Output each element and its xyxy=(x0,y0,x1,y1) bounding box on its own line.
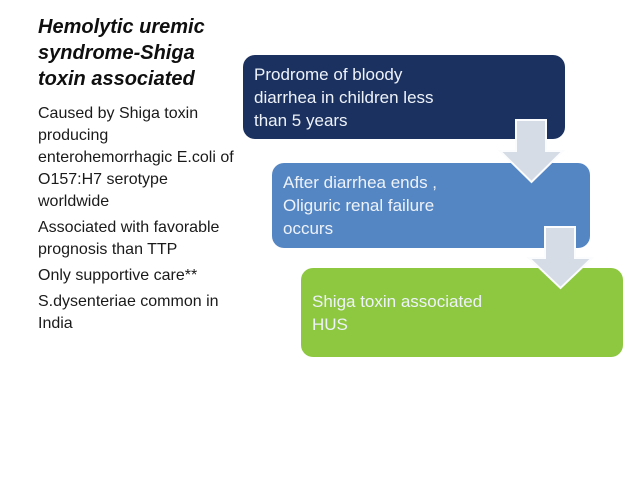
process-step-1-label: Prodrome of bloody diarrhea in children … xyxy=(254,64,434,130)
process-step-2: After diarrhea ends , Oliguric renal fai… xyxy=(272,163,590,248)
slide-title: Hemolytic uremic syndrome-Shiga toxin as… xyxy=(38,16,205,90)
bullet-item: Associated with favorable prognosis than… xyxy=(38,219,220,258)
bullet-item: Caused by Shiga toxin producing enterohe… xyxy=(38,105,234,210)
process-step-1: Prodrome of bloody diarrhea in children … xyxy=(243,55,565,139)
bullet-item: Only supportive care** xyxy=(38,267,198,284)
process-step-3: Shiga toxin associated HUS xyxy=(301,268,623,357)
text-column: Hemolytic uremic syndrome-Shiga toxin as… xyxy=(38,14,240,339)
bullet-item: S.dysenteriae common in India xyxy=(38,293,219,332)
process-step-2-label: After diarrhea ends , Oliguric renal fai… xyxy=(283,173,438,238)
process-step-3-label: Shiga toxin associated HUS xyxy=(312,291,483,334)
